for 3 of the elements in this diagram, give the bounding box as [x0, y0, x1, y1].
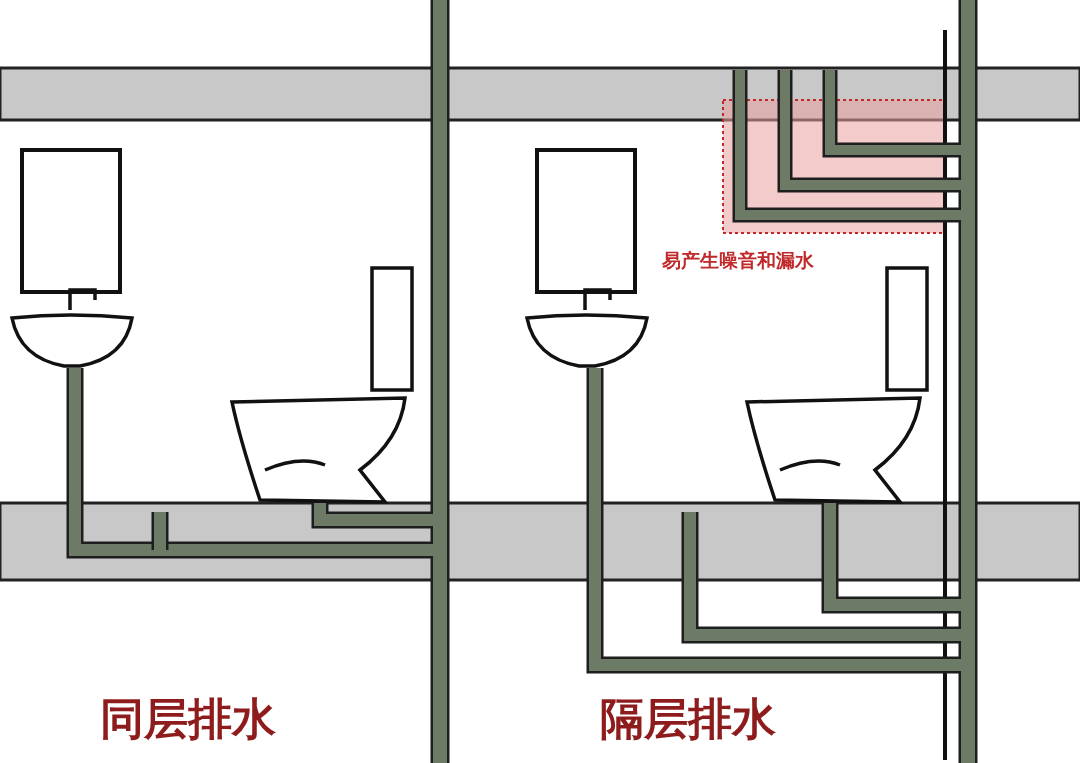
- caption: 同层排水: [100, 692, 276, 746]
- caption: 隔层排水: [600, 692, 776, 746]
- warning-note: 易产生噪音和漏水: [662, 248, 814, 273]
